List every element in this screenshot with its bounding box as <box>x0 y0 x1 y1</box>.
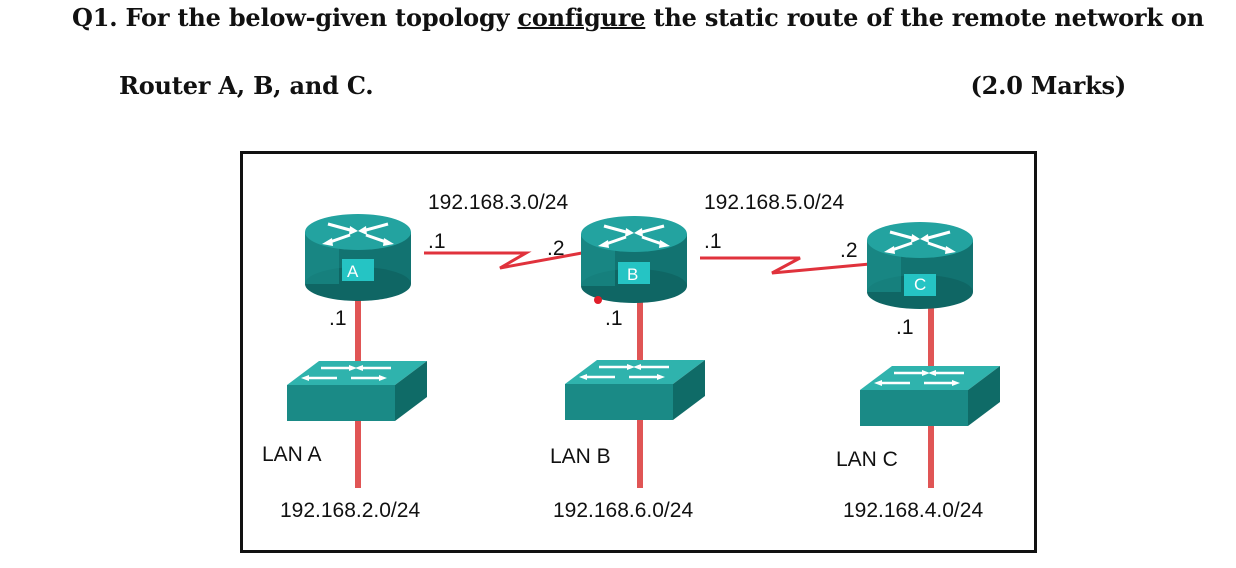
lan-a-name: LAN A <box>262 443 322 466</box>
lan-c-name: LAN C <box>836 448 898 471</box>
question-line-1: Q1. For the below-given topology configu… <box>72 3 1204 32</box>
question-text-underlined: configure <box>517 3 646 32</box>
router-c-label: C <box>914 275 926 294</box>
wan-bc-host-b: .1 <box>704 230 722 253</box>
wan-ab-host-a: .1 <box>428 230 446 253</box>
router-a-label: A <box>347 262 359 281</box>
router-c <box>865 220 975 311</box>
question-text-post: the static route of the remote network o… <box>645 3 1204 32</box>
lan-a-gateway: .1 <box>329 307 347 330</box>
lan-b-network: 192.168.6.0/24 <box>553 499 693 522</box>
switch-lan-c <box>858 364 1002 428</box>
switch-lan-b <box>563 358 707 422</box>
wan-ab-host-b: .2 <box>547 237 565 260</box>
lan-c-network: 192.168.4.0/24 <box>843 499 983 522</box>
lan-a-network: 192.168.2.0/24 <box>280 499 420 522</box>
question-text-pre: For the below-given topology <box>125 3 518 32</box>
wan-link-ab <box>424 251 583 270</box>
wan-bc-host-c: .2 <box>840 239 858 262</box>
diagram-frame <box>240 151 1037 553</box>
router-a <box>303 212 413 303</box>
wan-ab-network: 192.168.3.0/24 <box>428 191 568 214</box>
question-marks: (2.0 Marks) <box>970 71 1126 100</box>
lan-c-gateway: .1 <box>896 316 914 339</box>
router-b-label: B <box>627 265 638 284</box>
router-b <box>579 214 689 305</box>
switch-lan-a <box>285 359 429 423</box>
wan-link-bc <box>700 256 871 275</box>
lan-b-name: LAN B <box>550 445 611 468</box>
marker-dot <box>594 296 602 304</box>
wan-bc-network: 192.168.5.0/24 <box>704 191 844 214</box>
question-number: Q1. <box>72 3 118 32</box>
question-line-2: Router A, B, and C. <box>119 71 374 100</box>
lan-b-gateway: .1 <box>605 307 623 330</box>
